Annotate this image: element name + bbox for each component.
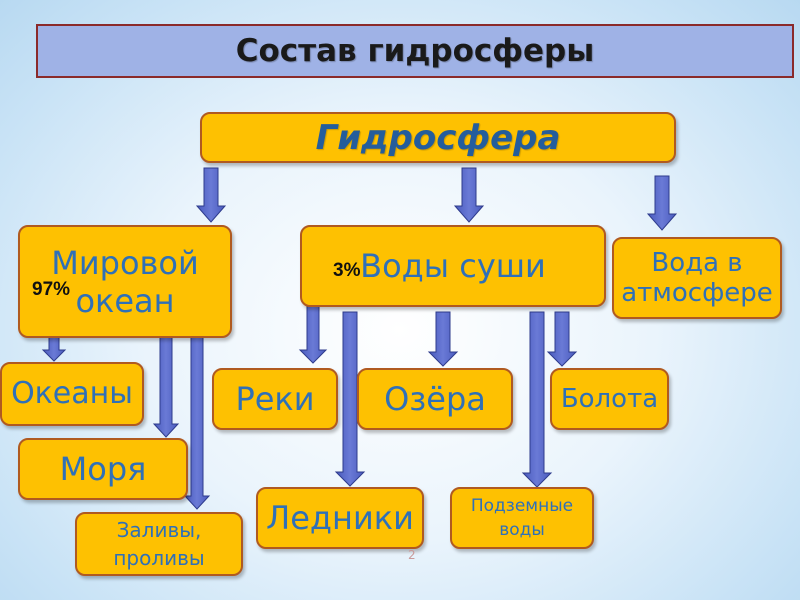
title-bar: Состав гидросферы <box>36 24 794 78</box>
node-seas: Моря <box>18 438 188 500</box>
node-hydrosphere-label: Гидросфера <box>315 117 561 158</box>
node-world-ocean: Мировой океан <box>18 225 232 338</box>
arrow-ocean-seas <box>152 335 180 438</box>
node-hydrosphere: Гидросфера <box>200 112 676 163</box>
arrow-ocean-bays <box>183 335 211 510</box>
arrow-root-atmo <box>646 175 678 231</box>
node-seas-label: Моря <box>59 450 147 488</box>
node-lakes-label: Озёра <box>384 380 486 418</box>
node-land-waters: Воды суши <box>300 225 606 307</box>
arrow-root-land <box>453 167 485 223</box>
node-bays-straits-label: Заливы, проливы <box>113 518 205 570</box>
arrow-land-ground <box>521 311 553 488</box>
land-percent: 3% <box>333 260 361 281</box>
ocean-percent: 97% <box>32 279 71 300</box>
node-groundwater-label: Подземные воды <box>470 496 574 540</box>
node-rivers-label: Реки <box>235 380 315 418</box>
node-oceans: Океаны <box>0 362 144 426</box>
diagram-title: Состав гидросферы <box>235 33 595 69</box>
node-world-ocean-label: Мировой океан <box>51 243 199 320</box>
node-lakes: Озёра <box>357 368 513 430</box>
arrow-land-swamps <box>546 311 578 367</box>
arrow-land-lakes <box>427 311 459 367</box>
node-glaciers-label: Ледники <box>266 499 414 537</box>
node-swamps: Болота <box>550 368 669 430</box>
node-land-waters-label: Воды суши <box>360 247 546 285</box>
arrow-land-glaciers <box>334 311 366 487</box>
node-bays-straits: Заливы, проливы <box>75 512 243 576</box>
node-atmosphere-water-label: Вода в атмосфере <box>621 248 773 308</box>
node-glaciers: Ледники <box>256 487 424 549</box>
node-atmosphere-water: Вода в атмосфере <box>612 237 782 319</box>
page-number: 2 <box>408 548 416 562</box>
arrow-root-ocean <box>195 167 227 223</box>
node-groundwater: Подземные воды <box>450 487 594 549</box>
node-rivers: Реки <box>212 368 338 430</box>
node-swamps-label: Болота <box>560 384 659 414</box>
node-oceans-label: Океаны <box>11 376 133 411</box>
arrow-land-rivers <box>298 305 328 364</box>
arrow-ocean-oceans <box>41 335 67 362</box>
